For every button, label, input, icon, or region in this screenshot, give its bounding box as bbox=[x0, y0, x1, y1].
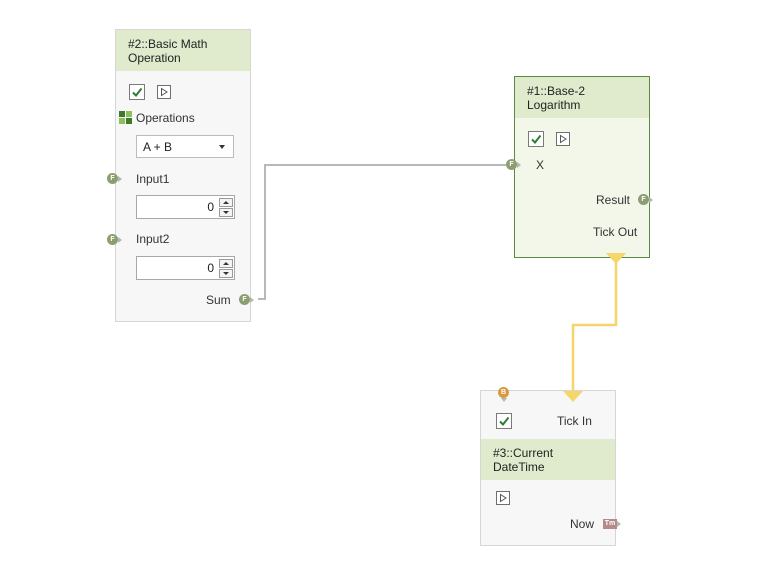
node-title: #2::Basic Math Operation bbox=[116, 30, 250, 71]
run-button[interactable] bbox=[556, 132, 570, 146]
sum-output-port[interactable]: F bbox=[239, 294, 254, 305]
checkmark-icon bbox=[499, 416, 510, 427]
tick-out-label: Tick Out bbox=[593, 225, 638, 239]
x-input-label: X bbox=[536, 158, 545, 172]
tick-in-port-icon[interactable] bbox=[563, 391, 583, 402]
x-input-port[interactable]: F bbox=[506, 159, 521, 170]
sum-output-label: Sum bbox=[206, 293, 231, 307]
bool-input-port[interactable]: B bbox=[498, 387, 509, 402]
now-output-port[interactable]: Tm bbox=[603, 519, 621, 529]
operation-select[interactable]: A + B bbox=[136, 135, 234, 158]
input1-decrement-button[interactable] bbox=[219, 208, 233, 217]
node-title: #1::Base-2 Logarithm bbox=[515, 77, 649, 118]
input1-label: Input1 bbox=[136, 172, 170, 186]
result-output-label: Result bbox=[596, 193, 631, 207]
node-title: #3::Current DateTime bbox=[481, 439, 615, 480]
enable-checkbox[interactable] bbox=[528, 131, 544, 147]
input2-increment-button[interactable] bbox=[219, 259, 233, 268]
node-base2-logarithm[interactable]: #1::Base-2 Logarithm F X Result F Tick O… bbox=[506, 76, 653, 264]
run-button[interactable] bbox=[157, 85, 171, 99]
play-icon bbox=[560, 134, 567, 144]
play-icon bbox=[500, 493, 507, 503]
checkmark-icon bbox=[132, 87, 143, 98]
enable-checkbox[interactable] bbox=[129, 84, 145, 100]
tick-wire-tickout-to-tickin[interactable] bbox=[571, 262, 618, 393]
result-output-port[interactable]: F bbox=[638, 194, 653, 205]
play-icon bbox=[161, 87, 168, 97]
node-basic-math-operation[interactable]: #2::Basic Math Operation Operations A + … bbox=[107, 29, 254, 322]
input2-field[interactable]: 0 bbox=[136, 256, 235, 280]
now-output-label: Now bbox=[570, 517, 595, 531]
operations-grid-icon bbox=[119, 111, 132, 124]
input2-label: Input2 bbox=[136, 232, 170, 246]
operation-selected-value: A + B bbox=[143, 140, 173, 154]
checkmark-icon bbox=[531, 134, 542, 145]
chevron-down-icon bbox=[219, 145, 225, 149]
input1-field[interactable]: 0 bbox=[136, 195, 235, 219]
operations-label: Operations bbox=[136, 111, 195, 125]
data-wire-sum-to-x[interactable] bbox=[258, 164, 506, 300]
input1-port[interactable]: F bbox=[107, 173, 122, 184]
tick-out-port-icon[interactable] bbox=[606, 253, 626, 264]
enable-checkbox[interactable] bbox=[496, 413, 512, 429]
node-current-datetime[interactable]: B Tick In #3::Current DateTime Now Tm bbox=[480, 387, 621, 546]
input1-value: 0 bbox=[207, 200, 214, 214]
input2-decrement-button[interactable] bbox=[219, 269, 233, 278]
input2-port[interactable]: F bbox=[107, 234, 122, 245]
input2-value: 0 bbox=[207, 261, 214, 275]
tick-in-label: Tick In bbox=[557, 414, 592, 428]
input1-increment-button[interactable] bbox=[219, 198, 233, 207]
run-button[interactable] bbox=[496, 491, 510, 505]
